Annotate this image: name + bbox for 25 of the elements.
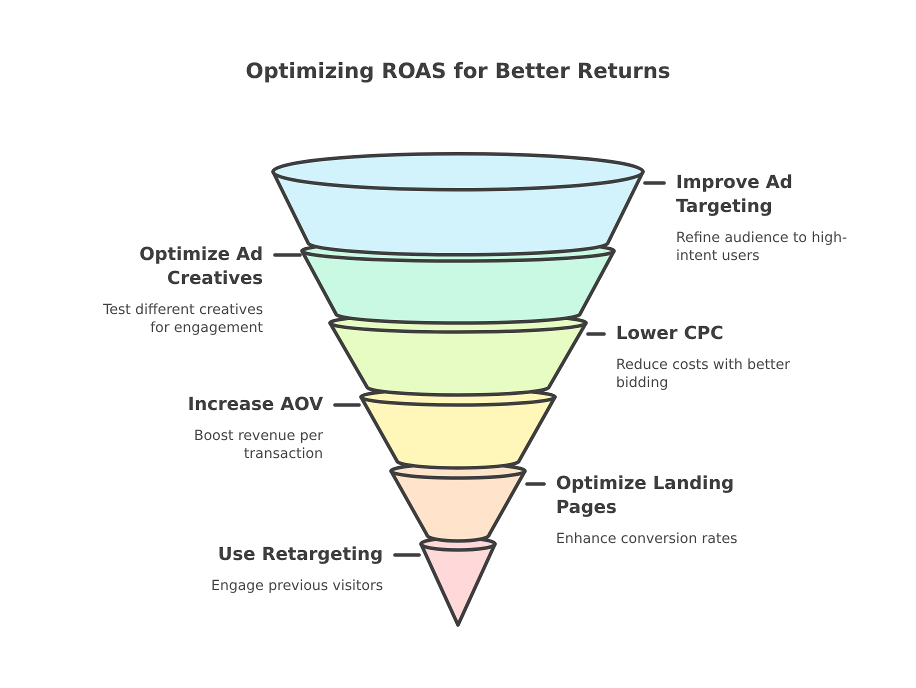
funnel-segment [389, 464, 527, 543]
stage-heading: Optimize Landing Pages [556, 472, 736, 520]
leader-line [643, 181, 666, 185]
stage-heading: Improve Ad Targeting [676, 171, 794, 219]
funnel-segment [328, 317, 588, 397]
stage-heading: Lower CPC [616, 322, 724, 346]
leader-line [393, 553, 421, 557]
stage-heading: Optimize Ad Creatives [138, 243, 263, 291]
leader-line [525, 482, 546, 486]
stage-description: Engage previous visitors [210, 578, 383, 596]
funnel-segment [359, 390, 557, 470]
funnel-segment [300, 245, 616, 325]
funnel-tip [419, 538, 497, 627]
stage-description: Boost revenue per transaction [193, 428, 323, 463]
leader-line [333, 403, 361, 407]
stage-heading: Use Retargeting [216, 543, 383, 567]
stage-heading: Increase AOV [186, 393, 323, 417]
stage-description: Enhance conversion rates [556, 531, 738, 548]
leader-line [273, 253, 302, 257]
title: Optimizing ROAS for Better Returns [246, 58, 670, 85]
funnel-segment [271, 152, 645, 258]
stage-description: Refine audience to high-intent users [676, 230, 848, 265]
stage-description: Test different creatives for engagement [102, 302, 263, 337]
leader-line [586, 332, 606, 336]
stage-description: Reduce costs with better bidding [616, 357, 792, 392]
